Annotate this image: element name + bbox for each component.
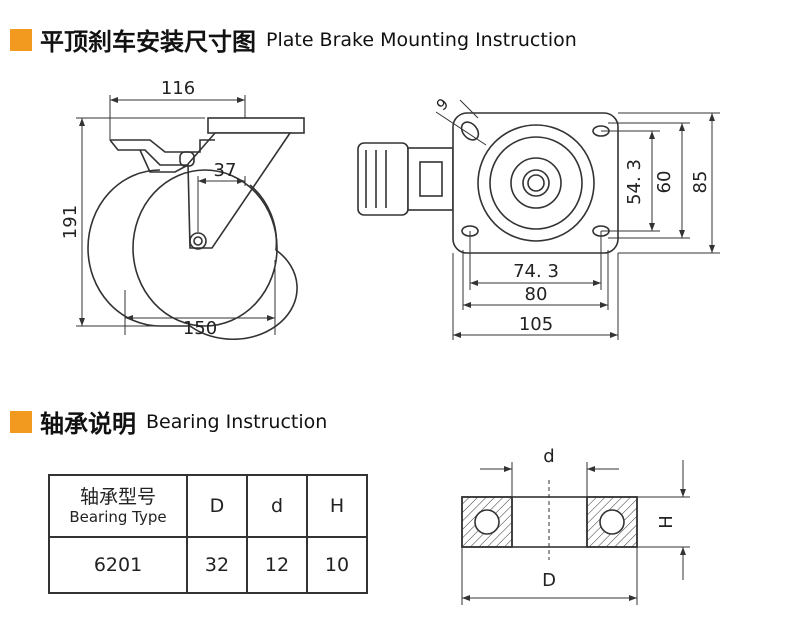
bearing-label-H: H [656,515,677,529]
header-cn: 轴承型号 [79,486,156,508]
dim-hole-v: 54. 3 [624,159,645,205]
header-en: Bearing Type [69,508,167,526]
section-title-bearing: 轴承说明 Bearing Instruction [10,404,327,439]
dim-plate-h-inner: 80 [525,284,548,305]
bearing-label-D: D [542,570,556,591]
dim-hole-h: 74. 3 [513,261,559,282]
section-title-cn: 平顶刹车安装尺寸图 [40,28,256,56]
section-title-en: Bearing Instruction [146,410,328,433]
bearing-section-drawing: d D H [461,446,690,605]
plate-view-drawing: 9 54. 3 60 85 74. 3 80 105 [357,95,720,340]
header-bearing-type: 轴承型号 Bearing Type [48,474,188,538]
bearing-spec-table: 轴承型号 Bearing Type D d H 6201 32 12 10 [48,474,368,594]
header-H: H [306,474,368,538]
orange-square-icon [10,28,32,51]
table-header-row: 轴承型号 Bearing Type D d H [48,474,368,538]
cell-bearing-type: 6201 [48,536,188,594]
header-D: D [186,474,248,538]
header-d: d [246,474,308,538]
dim-height: 191 [60,205,81,239]
cell-d: 12 [246,536,308,594]
dim-hole-dia: 9 [433,95,452,114]
dim-wheel-dia: 150 [183,318,217,339]
cell-H: 10 [306,536,368,594]
dim-offset: 37 [214,160,237,181]
side-view-drawing: 116 37 191 150 [60,78,305,341]
section-title-cn: 轴承说明 [40,410,136,438]
section-title-en: Plate Brake Mounting Instruction [266,28,577,51]
dim-plate-h: 105 [519,314,553,335]
dim-plate-v-inner: 60 [654,171,675,194]
orange-square-icon [10,410,32,433]
bearing-label-d: d [543,446,554,467]
section-title-mounting: 平顶刹车安装尺寸图 Plate Brake Mounting Instructi… [10,22,577,57]
dim-top-width: 116 [161,78,195,99]
table-row: 6201 32 12 10 [48,536,368,594]
dim-plate-v: 85 [690,171,711,194]
cell-D: 32 [186,536,248,594]
